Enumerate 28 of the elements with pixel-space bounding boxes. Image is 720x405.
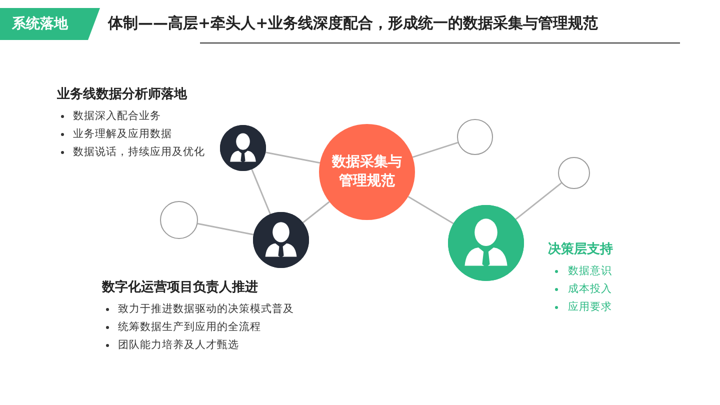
section-heading: 业务线数据分析师落地 <box>57 86 187 103</box>
connector-line <box>198 222 254 236</box>
person-icon <box>220 125 266 171</box>
title: 体制——高层+牵头人+业务线深度配合，形成统一的数据采集与管理规范 <box>108 14 598 33</box>
bullet-item: 团队能力培养及人才甄选 <box>118 338 239 352</box>
section-heading: 数字化运营项目负责人推进 <box>102 278 258 296</box>
bullet-item: 致力于推进数据驱动的决策模式普及 <box>118 302 294 316</box>
bullet-item: 统筹数据生产到应用的全流程 <box>118 320 261 334</box>
bullet-item: 成本投入 <box>568 282 612 296</box>
bullet-item: 应用要求 <box>568 300 612 314</box>
person-icon <box>448 205 524 281</box>
empty-circle <box>160 201 198 239</box>
bullet-item: 数据意识 <box>568 264 612 278</box>
bullet-item: 业务理解及应用数据 <box>73 127 172 141</box>
connector-line <box>515 182 562 220</box>
bullet-item: 数据说话，持续应用及优化 <box>73 145 205 159</box>
connector-line <box>251 168 271 214</box>
empty-circle <box>558 157 590 189</box>
topic-circle: 数据采集与管理规范 <box>319 124 415 220</box>
person-icon <box>253 212 309 268</box>
empty-circle <box>457 119 493 155</box>
connector-line <box>412 142 458 158</box>
header-tab: 系统落地 <box>0 8 100 40</box>
connector-line <box>302 201 330 224</box>
connector-line <box>408 196 454 224</box>
section-heading: 决策层支持 <box>548 241 613 258</box>
connector-line <box>265 152 320 164</box>
bullet-item: 数据深入配合业务 <box>73 109 161 123</box>
